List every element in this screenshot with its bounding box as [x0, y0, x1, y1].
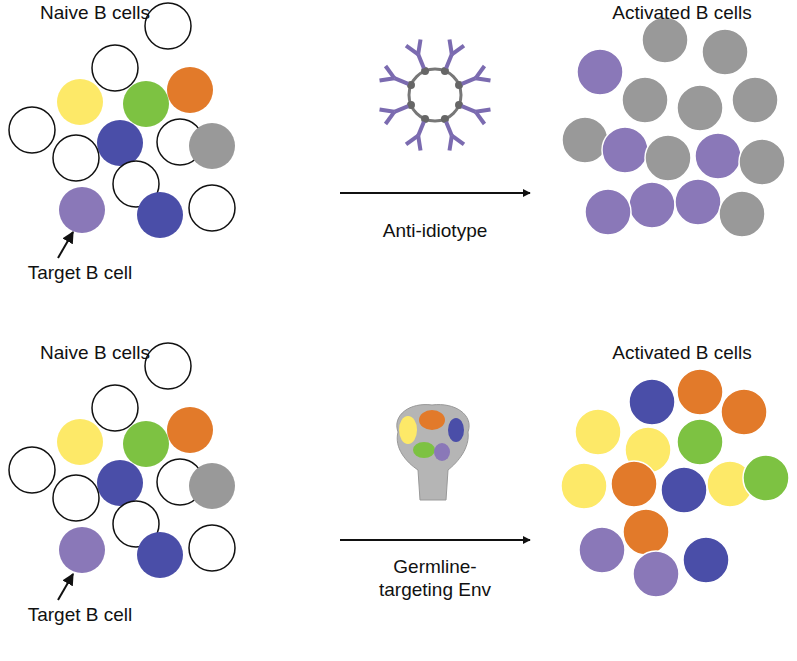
b-cell	[743, 455, 789, 501]
b-cell	[629, 182, 675, 228]
b-cell	[53, 135, 99, 181]
b-cell	[629, 379, 675, 425]
b-cell	[561, 463, 607, 509]
antibody-arm	[449, 40, 451, 55]
antibody-arm	[380, 78, 395, 80]
b-cell	[92, 385, 138, 431]
antibody-arm	[380, 109, 395, 111]
b-cell	[189, 463, 235, 509]
b-cell	[661, 467, 707, 513]
antibody-arm	[452, 136, 464, 145]
b-cell	[677, 419, 723, 465]
antibody-arm	[386, 112, 395, 124]
b-cell	[92, 45, 138, 91]
b-cell	[167, 407, 213, 453]
b-cell	[633, 551, 679, 597]
panel-title: Naive B cells	[40, 342, 150, 365]
scaffold-ring	[409, 69, 461, 121]
b-cell	[145, 3, 191, 49]
b-cell	[189, 123, 235, 169]
epitope	[448, 418, 464, 442]
antibody-arm	[449, 136, 451, 151]
antibody	[394, 78, 408, 84]
b-cell	[167, 67, 213, 113]
antibody-arm	[418, 136, 420, 151]
antibody	[462, 106, 476, 112]
b-cell	[9, 447, 55, 493]
b-cell	[145, 343, 191, 389]
pointer-label: Target B cell	[28, 262, 133, 285]
b-cell	[683, 537, 729, 583]
arrow-label: Anti-idiotype	[383, 220, 488, 243]
b-cell	[645, 135, 691, 181]
b-cell	[579, 527, 625, 573]
b-cell	[675, 179, 721, 225]
antibody	[394, 106, 408, 112]
antibody-arm	[476, 112, 485, 124]
b-cell	[97, 460, 143, 506]
antibody	[418, 122, 424, 136]
process-arrow	[340, 539, 530, 541]
b-cell	[623, 509, 669, 555]
antibody-arm	[452, 46, 464, 55]
b-cell	[123, 421, 169, 467]
b-cell	[57, 419, 103, 465]
env-trimer	[397, 405, 469, 500]
b-cell	[702, 29, 748, 75]
b-cell	[739, 139, 785, 185]
epitope	[434, 443, 450, 461]
b-cell	[59, 527, 105, 573]
b-cell	[123, 81, 169, 127]
pointer-label: Target B cell	[28, 604, 133, 627]
b-cell	[189, 185, 235, 231]
b-cell	[189, 525, 235, 571]
b-cell	[695, 133, 741, 179]
env-trimer-icon	[397, 405, 469, 500]
antibody	[462, 78, 476, 84]
b-cell	[59, 187, 105, 233]
antibody-arm	[406, 46, 418, 55]
epitope	[419, 410, 445, 430]
b-cell	[9, 107, 55, 153]
antibody	[446, 122, 452, 136]
antibody-arm	[418, 40, 420, 55]
b-cell	[719, 191, 765, 237]
b-cell	[721, 389, 767, 435]
b-cell	[732, 77, 778, 123]
b-cell	[562, 117, 608, 163]
anti-idiotype-icon	[380, 40, 491, 151]
b-cell	[622, 77, 668, 123]
antibody-arm	[406, 136, 418, 145]
b-cell	[577, 49, 623, 95]
antibody-arm	[386, 66, 395, 78]
b-cell	[642, 17, 688, 63]
b-cell	[137, 192, 183, 238]
b-cell	[677, 85, 723, 131]
b-cell	[677, 369, 723, 415]
panel-title: Naive B cells	[40, 2, 150, 25]
b-cell	[575, 409, 621, 455]
b-cell	[137, 532, 183, 578]
panel-title: Activated B cells	[612, 2, 751, 25]
b-cell	[602, 127, 648, 173]
epitope	[413, 442, 435, 458]
panel-title: Activated B cells	[612, 342, 751, 365]
pointer-arrow	[58, 232, 73, 258]
b-cell	[97, 120, 143, 166]
antibody	[446, 54, 452, 68]
epitope	[399, 416, 417, 444]
process-arrow	[340, 192, 530, 194]
antibody-arm	[476, 66, 485, 78]
b-cell	[53, 475, 99, 521]
antibody-arm	[476, 109, 491, 111]
b-cell	[57, 79, 103, 125]
antibody-arm	[476, 78, 491, 80]
antibody	[418, 54, 424, 68]
pointer-arrow	[58, 574, 73, 600]
b-cell	[585, 189, 631, 235]
b-cell	[611, 461, 657, 507]
arrow-label: Germline- targeting Env	[371, 556, 499, 602]
